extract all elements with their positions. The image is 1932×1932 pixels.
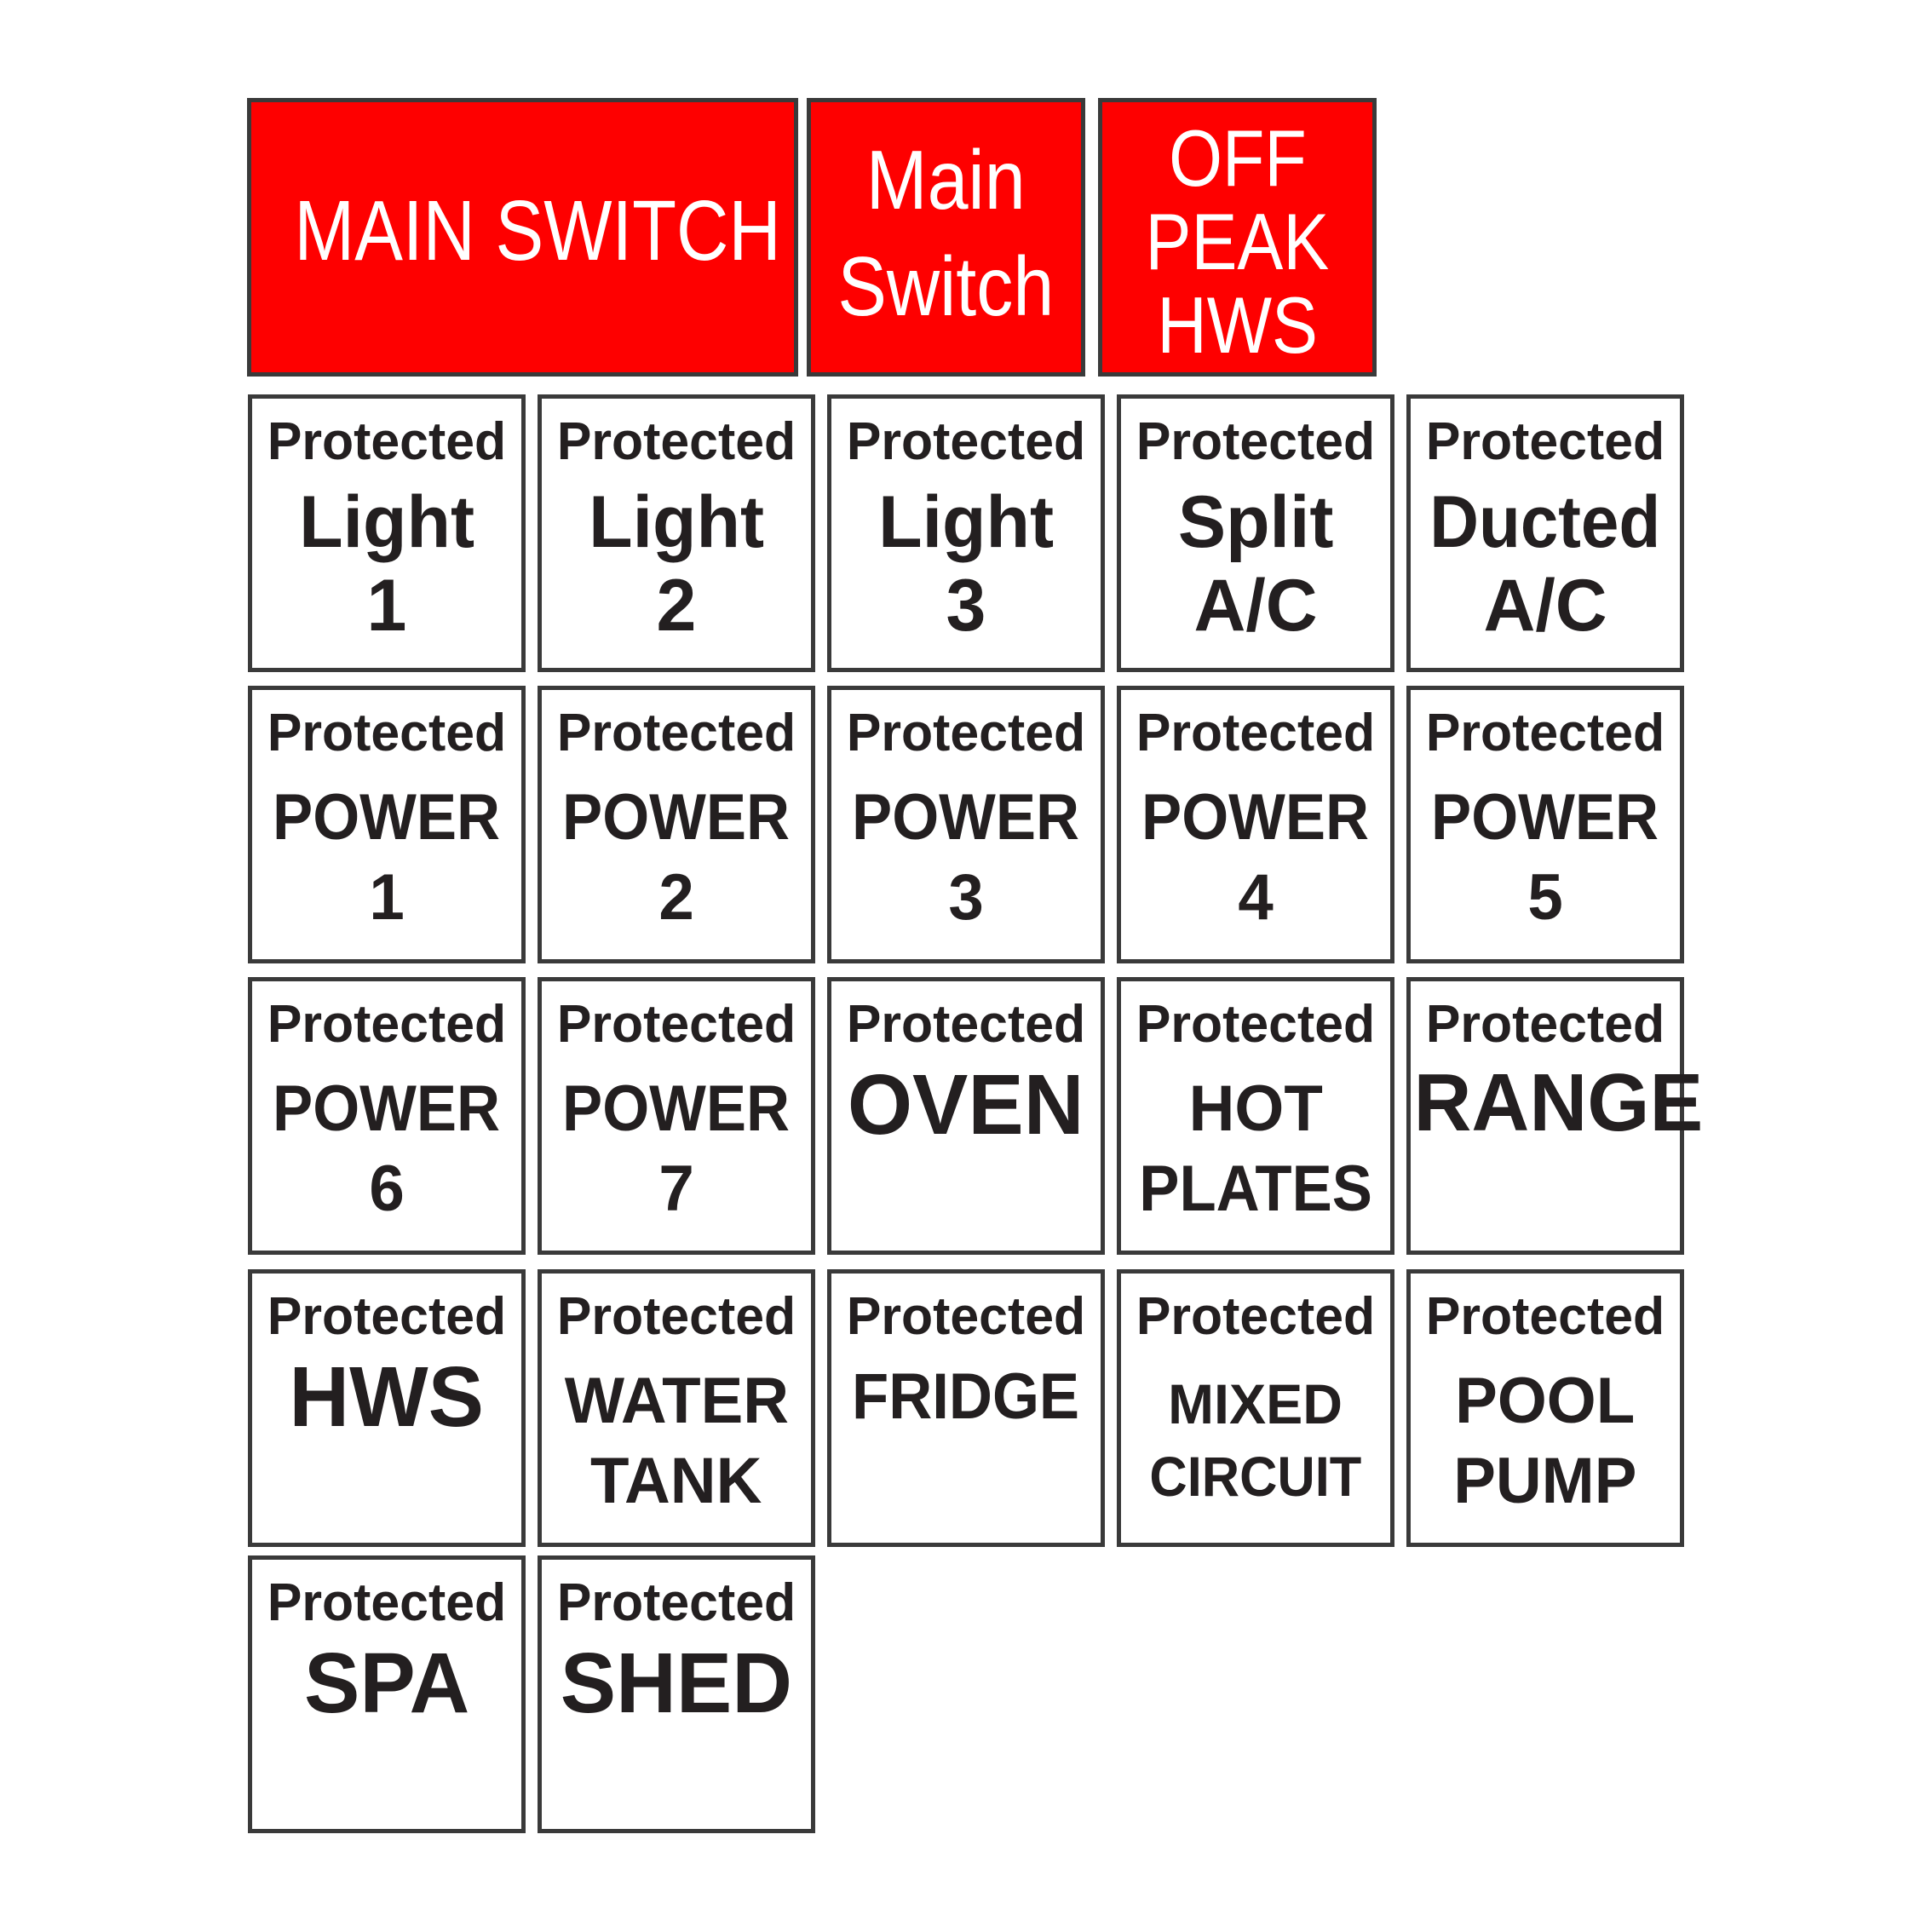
off-peak-line-3: HWS xyxy=(1157,280,1318,370)
circuit-name-line: Light xyxy=(299,481,474,563)
circuit-name-line: POWER xyxy=(562,1072,791,1145)
circuit-name-line: POWER xyxy=(562,781,791,854)
circuit-name-line: SPA xyxy=(303,1636,470,1731)
circuit-name-line: 5 xyxy=(1527,861,1563,934)
circuit-name-line: POOL xyxy=(1455,1365,1636,1437)
circuit-name-line: 2 xyxy=(656,565,697,647)
off-peak-hws-label: OFF PEAK HWS xyxy=(1098,98,1377,377)
circuit-name-line: HWS xyxy=(289,1349,485,1445)
circuit-name-line: Ducted xyxy=(1429,481,1661,563)
circuit-name-line: FRIDGE xyxy=(852,1360,1080,1433)
off-peak-line-2: PEAK xyxy=(1145,197,1330,286)
protected-prefix: Protected xyxy=(1136,704,1376,762)
circuit-name-line: 1 xyxy=(366,565,407,647)
circuit-name-line: PLATES xyxy=(1139,1153,1372,1225)
circuit-name-line: RANGE xyxy=(1413,1057,1704,1148)
protected-prefix: Protected xyxy=(846,412,1086,471)
protected-prefix: Protected xyxy=(846,995,1086,1054)
protected-prefix: Protected xyxy=(556,412,796,471)
protected-prefix: Protected xyxy=(1425,412,1665,471)
protected-prefix: Protected xyxy=(1425,1287,1665,1346)
main-switch-text: MAIN SWITCH xyxy=(294,183,781,279)
circuit-name-line: WATER xyxy=(564,1365,789,1437)
protected-prefix: Protected xyxy=(1425,995,1665,1054)
circuit-name-line: A/C xyxy=(1193,565,1318,647)
circuit-name-line: HOT xyxy=(1188,1072,1323,1145)
protected-prefix: Protected xyxy=(267,1573,507,1632)
protected-prefix: Protected xyxy=(1136,995,1376,1054)
off-peak-line-1: OFF xyxy=(1168,113,1307,203)
circuit-name-line: 2 xyxy=(658,861,694,934)
protected-prefix: Protected xyxy=(556,704,796,762)
circuit-name-line: POWER xyxy=(852,781,1080,854)
circuit-name-line: CIRCUIT xyxy=(1149,1445,1362,1508)
circuit-name-line: Light xyxy=(878,481,1054,563)
protected-prefix: Protected xyxy=(556,1573,796,1632)
circuit-name-line: Light xyxy=(589,481,764,563)
protected-prefix: Protected xyxy=(846,704,1086,762)
circuit-name-line: 6 xyxy=(369,1153,405,1225)
circuit-name-line: 3 xyxy=(946,565,986,647)
protected-prefix: Protected xyxy=(267,704,507,762)
protected-prefix: Protected xyxy=(556,995,796,1054)
circuit-name-line: 3 xyxy=(948,861,984,934)
protected-prefix: Protected xyxy=(267,1287,507,1346)
protected-prefix: Protected xyxy=(846,1287,1086,1346)
circuit-name-line: 4 xyxy=(1238,861,1274,934)
main-switch-secondary-label: Main Switch xyxy=(807,98,1085,377)
circuit-name-line: POWER xyxy=(273,781,501,854)
circuit-name-line: OVEN xyxy=(848,1057,1084,1153)
circuit-name-line: Split xyxy=(1177,481,1334,563)
main-switch-label: MAIN SWITCH xyxy=(247,98,798,377)
circuit-name-line: PUMP xyxy=(1453,1445,1637,1517)
circuit-name-line: POWER xyxy=(273,1072,501,1145)
protected-prefix: Protected xyxy=(1136,1287,1376,1346)
protected-prefix: Protected xyxy=(1425,704,1665,762)
circuit-name-line: 7 xyxy=(658,1153,694,1225)
circuit-name-line: 1 xyxy=(369,861,405,934)
circuit-name-line: SHED xyxy=(560,1636,793,1731)
protected-prefix: Protected xyxy=(267,995,507,1054)
main-switch-secondary-line-1: Main xyxy=(866,133,1026,227)
protected-prefix: Protected xyxy=(1136,412,1376,471)
protected-prefix: Protected xyxy=(267,412,507,471)
circuit-name-line: MIXED xyxy=(1168,1372,1343,1435)
circuit-name-line: POWER xyxy=(1141,781,1370,854)
circuit-name-line: TANK xyxy=(590,1445,762,1517)
circuit-name-line: A/C xyxy=(1483,565,1607,647)
main-switch-secondary-line-2: Switch xyxy=(837,239,1055,333)
circuit-name-line: POWER xyxy=(1431,781,1659,854)
protected-prefix: Protected xyxy=(556,1287,796,1346)
